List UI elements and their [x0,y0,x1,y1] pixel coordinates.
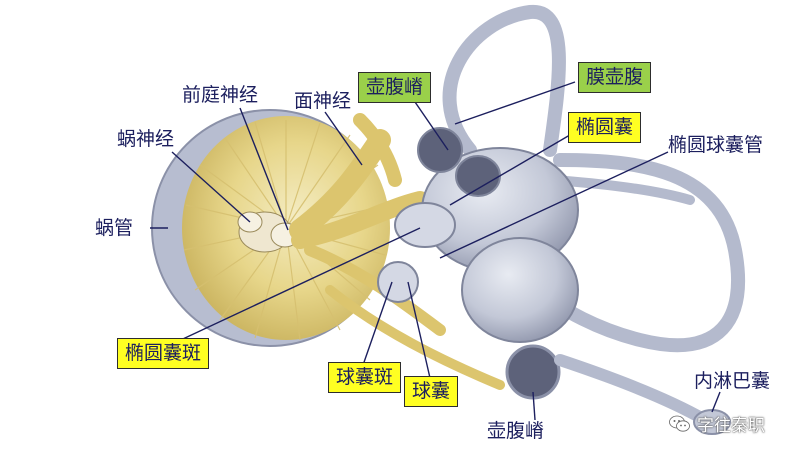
label-endolymphatic-sac: 内淋巴囊 [694,370,771,392]
leader-lines [150,81,721,421]
label-membranous-ampulla: 膜壶腹 [578,62,652,93]
wechat-icon [669,415,690,432]
label-facial-nerve: 面神经 [294,90,352,112]
label-cochlear-nerve: 蜗神经 [117,128,175,150]
label-ampullary-crest-bottom: 壶腹嵴 [487,420,545,442]
label-utriculosaccular-duct: 椭圆球囊管 [668,134,764,156]
label-saccule: 球囊 [404,376,459,407]
cochlea [151,109,390,347]
label-cochlear-duct: 蜗管 [95,217,134,239]
label-utricle: 椭圆囊 [568,112,642,143]
label-macula-utriculi: 椭圆囊斑 [117,338,210,369]
label-vestibular-nerve: 前庭神经 [182,84,259,106]
watermark-text: 字往秦职 [697,416,765,436]
membranous-labyrinth [377,127,731,435]
label-macula-sacculi: 球囊斑 [328,362,402,393]
label-ampullary-crest-top: 壶腹嵴 [358,72,432,103]
watermark: 字往秦职 [669,411,765,436]
